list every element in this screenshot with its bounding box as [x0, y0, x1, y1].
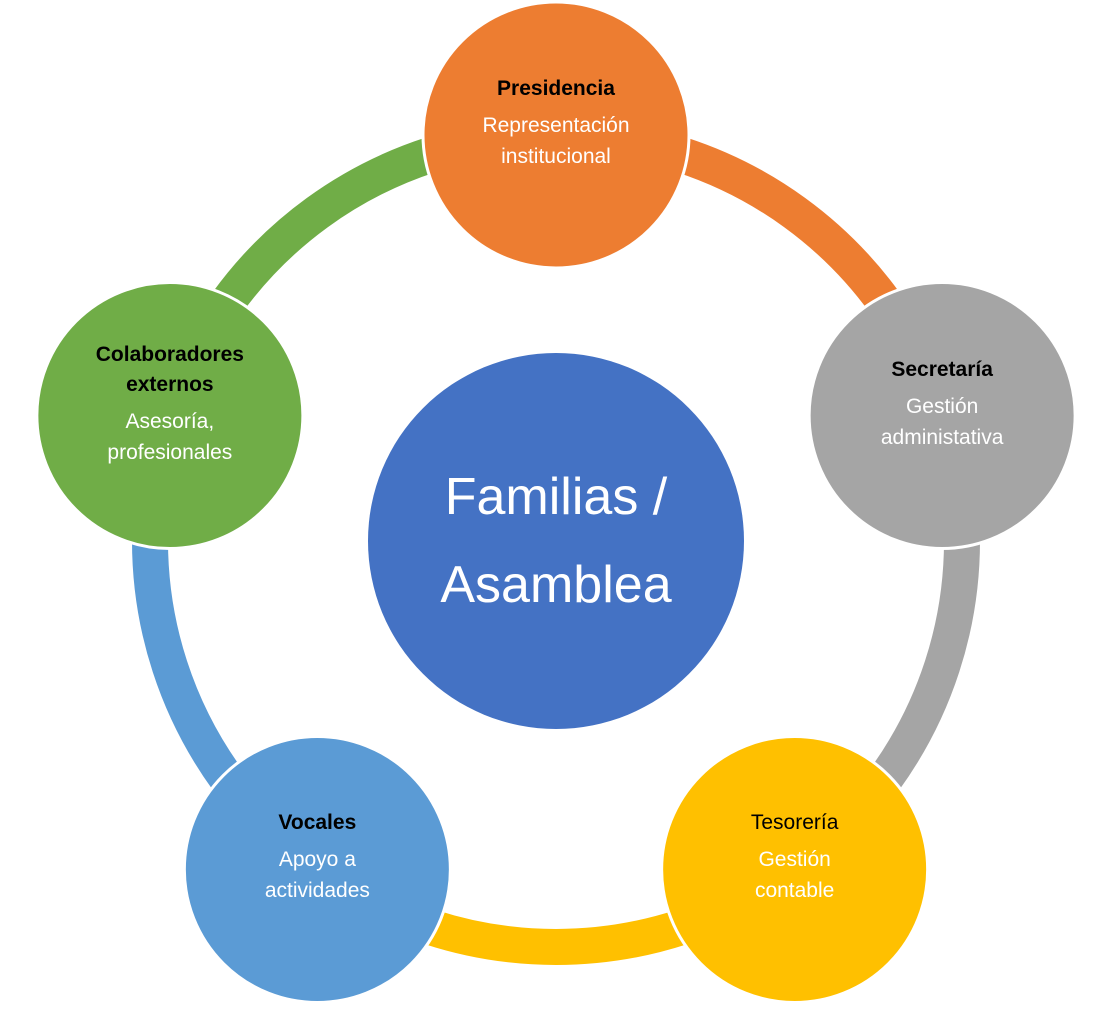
arc-colaboradores	[212, 137, 437, 314]
arc-secretaria	[869, 540, 980, 791]
arc-vocales	[132, 540, 243, 791]
center-circle	[368, 353, 744, 729]
node-circle-presidencia	[421, 0, 691, 270]
node-circle-tesoreria	[660, 734, 930, 1004]
arc-presidencia	[675, 137, 900, 314]
arc-tesoreria	[424, 909, 688, 965]
node-circle-secretaria	[807, 281, 1077, 551]
node-circles	[35, 0, 1077, 1004]
center-label: Familias / Asamblea	[368, 353, 744, 729]
center-line-1: Familias /	[444, 468, 668, 526]
connector-arcs	[132, 137, 980, 965]
node-circle-vocales	[182, 734, 452, 1004]
node-circle-colaboradores	[35, 281, 305, 551]
center-line-2: Asamblea	[440, 556, 672, 614]
